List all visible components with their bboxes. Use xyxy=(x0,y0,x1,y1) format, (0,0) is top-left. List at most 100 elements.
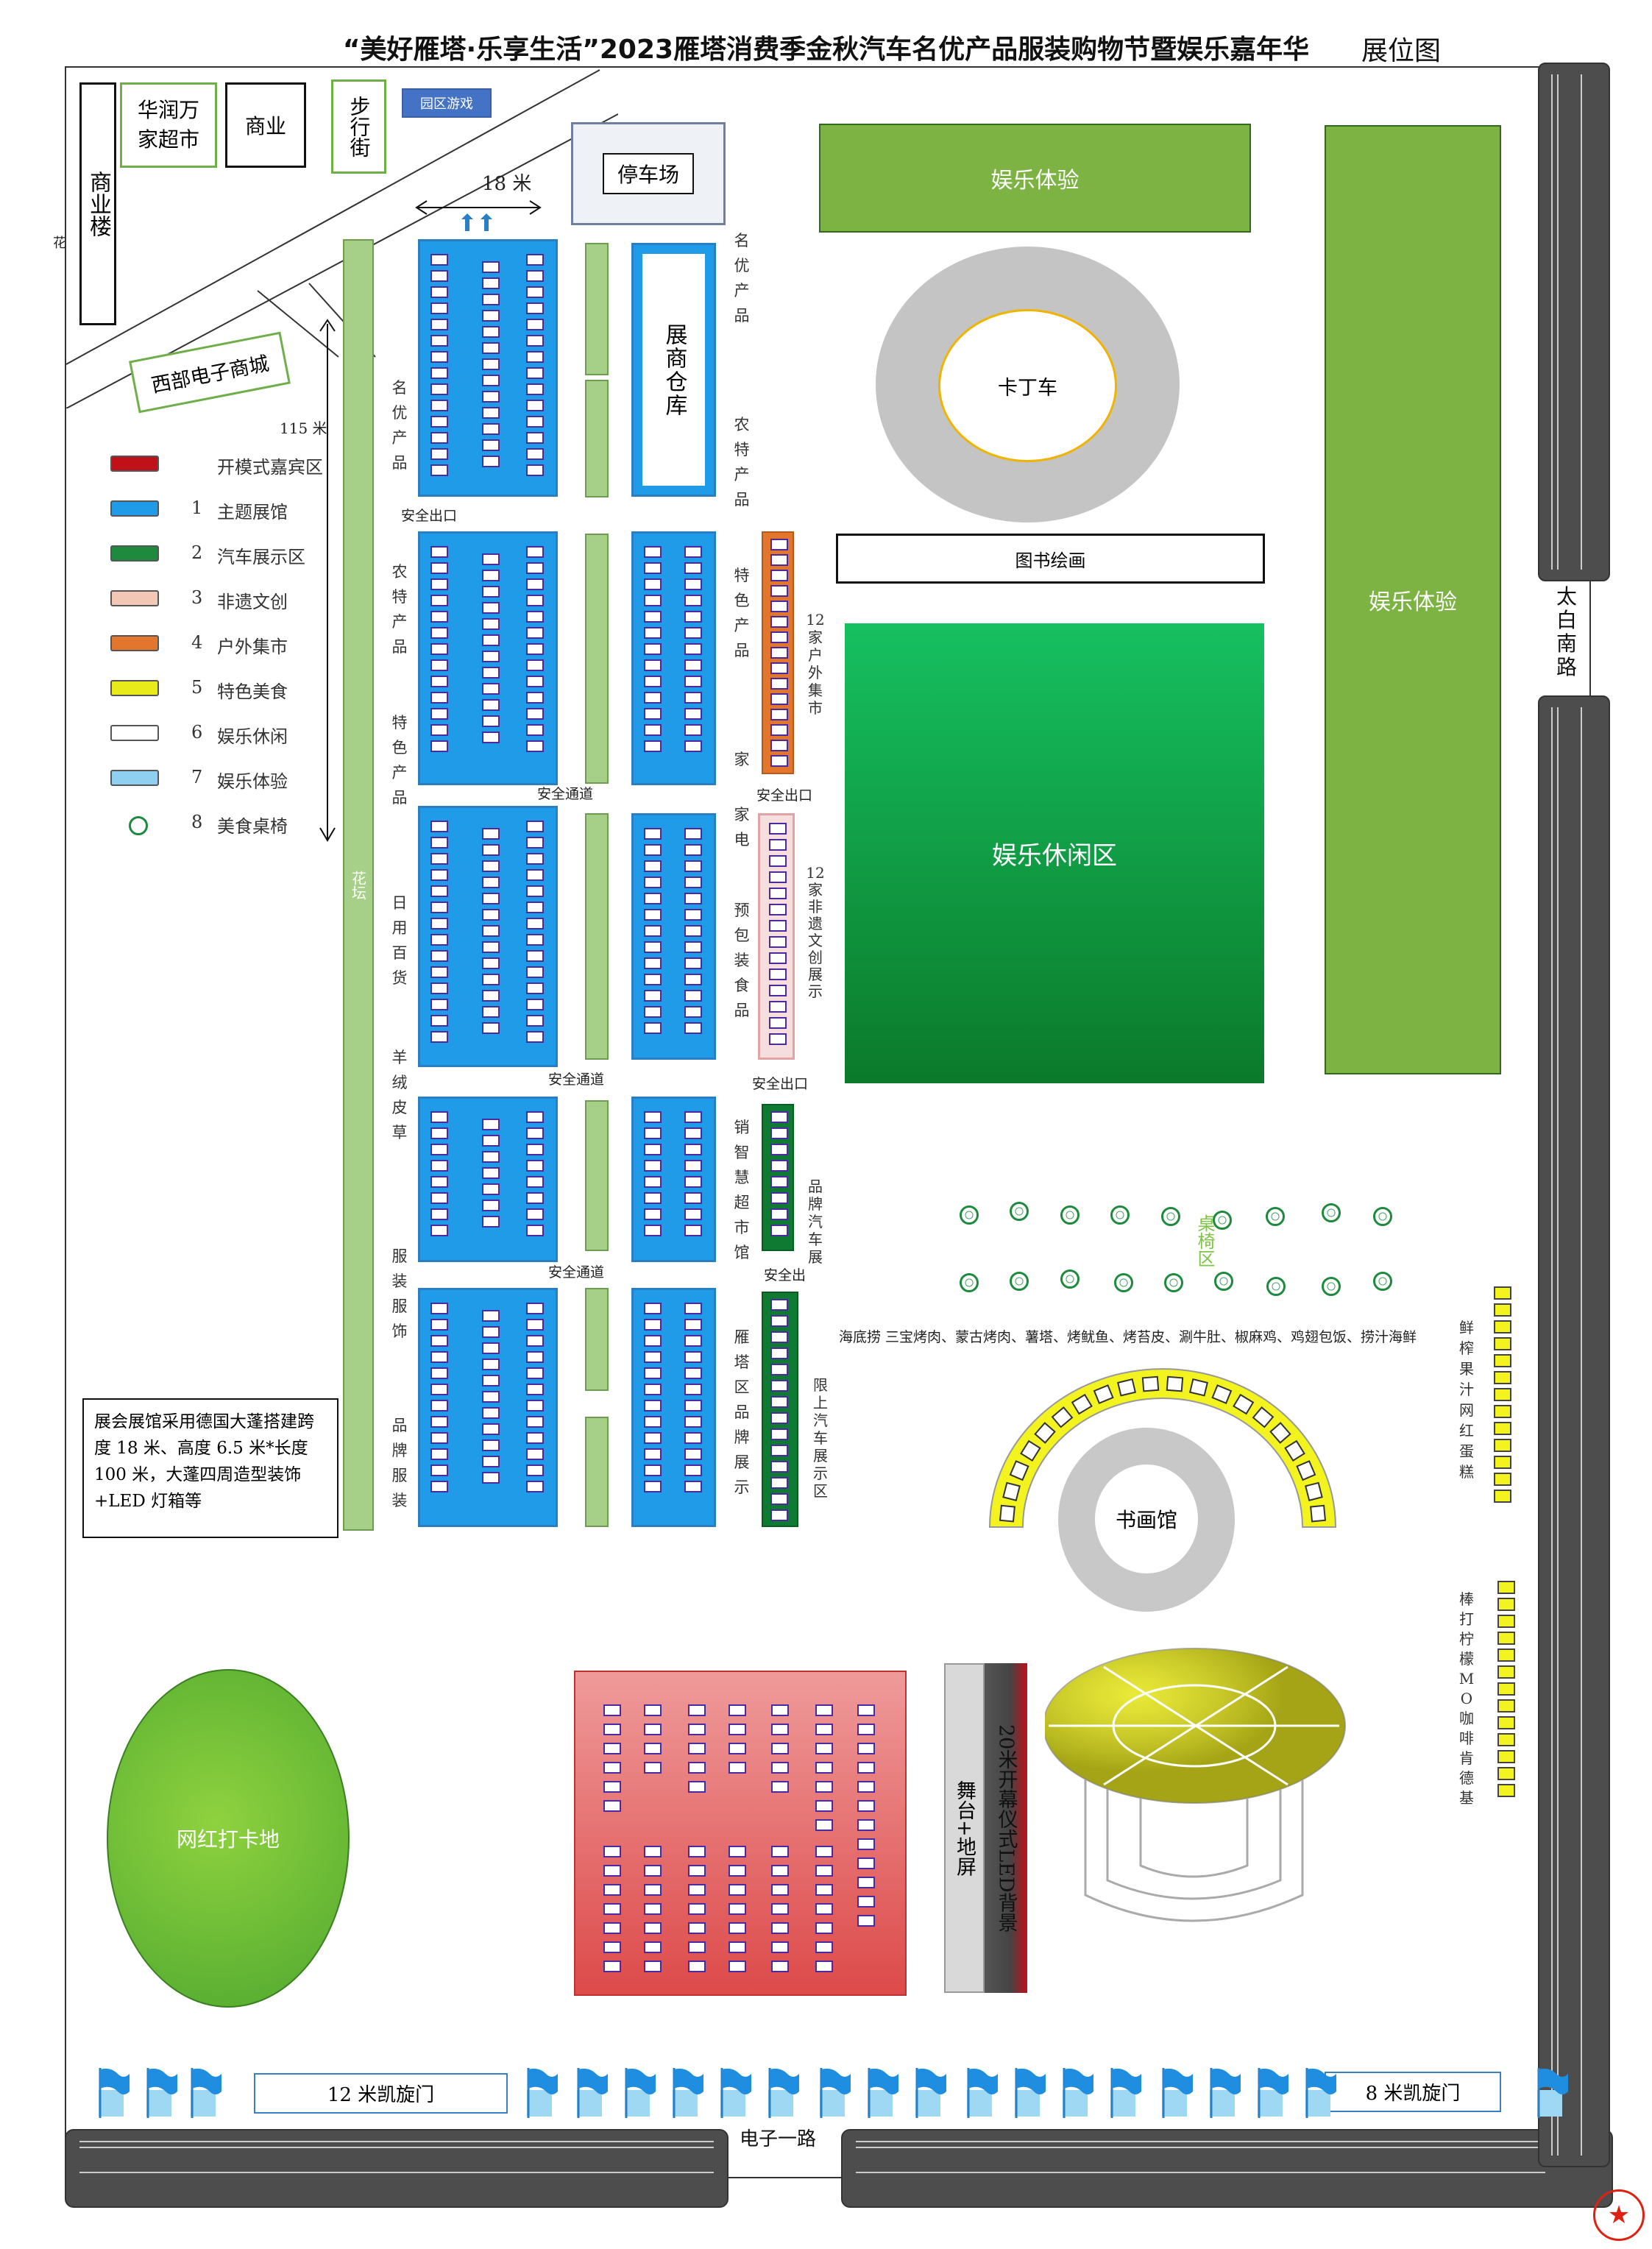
booth xyxy=(482,1375,500,1386)
booth xyxy=(526,999,544,1010)
car-spot xyxy=(770,1331,788,1343)
legend-number: 8 xyxy=(191,812,203,832)
booth xyxy=(482,634,500,646)
feiyi-stall xyxy=(769,1033,787,1045)
booth xyxy=(482,570,500,581)
led-backdrop: 20米开幕仪式LED背景 xyxy=(985,1663,1027,1993)
feiyi-stall xyxy=(769,888,787,899)
booth xyxy=(603,1961,621,1972)
booth xyxy=(526,562,544,574)
booth xyxy=(526,643,544,655)
booth xyxy=(603,1762,621,1774)
booth xyxy=(644,844,662,856)
safety-exit-2: 安全出口 xyxy=(756,787,813,804)
booth xyxy=(526,740,544,752)
booth xyxy=(644,1481,662,1492)
booth xyxy=(526,1225,544,1236)
booth xyxy=(684,1416,702,1428)
booth xyxy=(482,586,500,598)
car-spot xyxy=(770,1111,788,1123)
booth xyxy=(482,1326,500,1338)
booth xyxy=(482,553,500,565)
hall-right-label: 名优产品 xyxy=(734,232,750,325)
hall-left-label: 品牌服装 xyxy=(391,1417,408,1509)
exhibitor-warehouse: 展商仓库 xyxy=(631,243,716,497)
booth xyxy=(603,1865,621,1877)
flag-icon xyxy=(1207,2066,1242,2118)
booth xyxy=(430,302,448,314)
booth xyxy=(644,1884,662,1896)
booth xyxy=(526,1351,544,1363)
flag-icon xyxy=(1255,2066,1290,2118)
booth xyxy=(526,400,544,411)
booth xyxy=(644,1127,662,1139)
booth xyxy=(430,1432,448,1444)
food-table-icon xyxy=(1266,1277,1286,1296)
booth xyxy=(644,1922,662,1934)
booth xyxy=(430,546,448,558)
page-subtitle: 展位图 xyxy=(1361,36,1442,66)
feiyi-stall xyxy=(769,855,787,867)
booth xyxy=(684,1384,702,1395)
booth xyxy=(644,828,662,840)
booth xyxy=(482,990,500,1002)
booth xyxy=(688,1903,706,1915)
booth xyxy=(482,326,500,338)
legend-label: 户外集市 xyxy=(217,637,288,657)
car-spot xyxy=(770,1509,788,1521)
booth xyxy=(482,423,500,435)
booth xyxy=(430,1111,448,1123)
booth xyxy=(482,1167,500,1179)
booth xyxy=(815,1819,833,1831)
booth xyxy=(430,400,448,411)
booth xyxy=(644,957,662,969)
booth xyxy=(644,1865,662,1877)
booth xyxy=(430,611,448,623)
booth xyxy=(644,1225,662,1236)
food-table-icon xyxy=(1322,1277,1341,1296)
booth xyxy=(688,1743,706,1754)
food-table-icon xyxy=(960,1205,979,1225)
booth xyxy=(603,1846,621,1857)
legend-label: 娱乐休闲 xyxy=(217,726,288,747)
feiyi-stall xyxy=(769,904,787,915)
booth xyxy=(526,1015,544,1027)
booth xyxy=(430,902,448,913)
booth xyxy=(430,1400,448,1412)
feiyi-label: 12家非遗文创展示 xyxy=(806,864,825,1000)
food-stall xyxy=(1494,1286,1511,1300)
booth xyxy=(482,1183,500,1195)
car-spot xyxy=(770,1347,788,1359)
hall-right-label: 农特产品 xyxy=(734,416,750,509)
booth xyxy=(771,1743,789,1754)
road-name-bottom: 电子一路 xyxy=(740,2128,817,2150)
car-spot xyxy=(770,1208,788,1220)
booth xyxy=(857,1857,875,1869)
booth xyxy=(728,1922,746,1934)
booth xyxy=(644,1335,662,1347)
booth xyxy=(430,464,448,476)
booth xyxy=(688,1865,706,1877)
booth xyxy=(644,643,662,655)
car-spot xyxy=(770,1461,788,1473)
page-title: “美好雁塔·乐享生活”2023雁塔消费季金秋汽车名优产品服装购物节暨娱乐嘉年华 xyxy=(342,35,1310,65)
food-stall xyxy=(1117,1378,1137,1397)
booth xyxy=(482,974,500,985)
food-table-icon xyxy=(960,1273,979,1292)
booth xyxy=(526,367,544,379)
booth xyxy=(430,676,448,687)
food-stall xyxy=(1494,1388,1511,1401)
car-spot xyxy=(770,1299,788,1311)
road-right-bottom xyxy=(1538,695,1610,2167)
flag-icon xyxy=(1302,2066,1338,2118)
hall-right-label: 雁塔区品牌展示 xyxy=(734,1328,750,1496)
food-stall xyxy=(1002,1481,1021,1501)
shangye-building: 商业 xyxy=(225,82,306,168)
booth xyxy=(684,828,702,840)
market-stall xyxy=(770,709,788,720)
booth xyxy=(430,934,448,946)
booth xyxy=(771,1884,789,1896)
food-stall xyxy=(1494,1371,1511,1384)
booth xyxy=(430,885,448,897)
booth xyxy=(482,602,500,614)
